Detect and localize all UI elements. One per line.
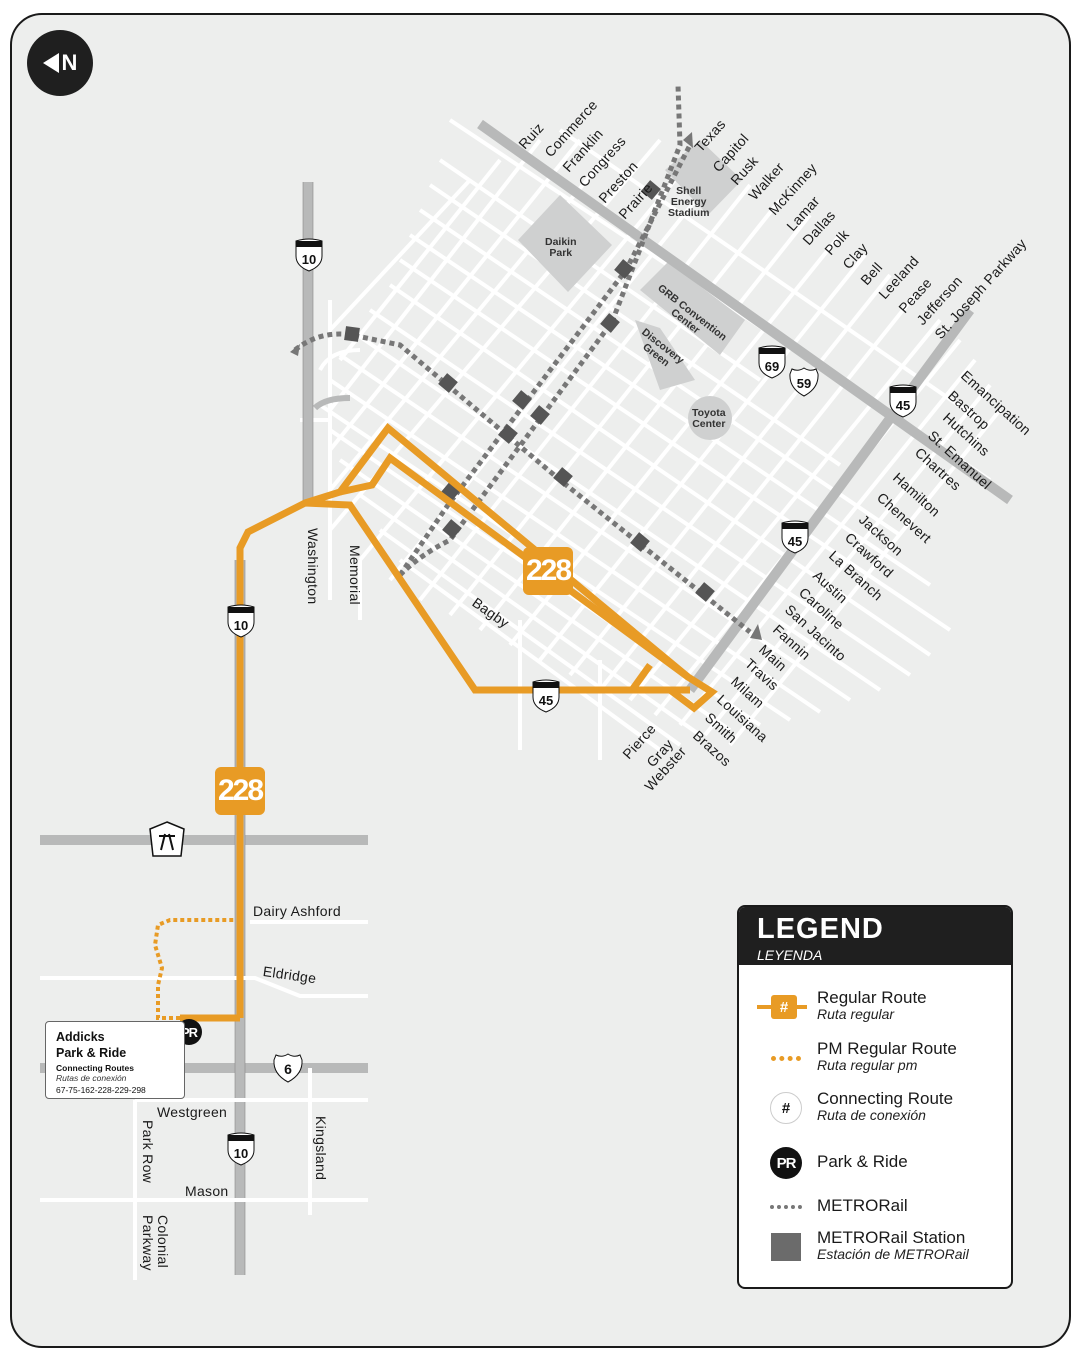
connecting-routes-label-es: Rutas de conexión — [56, 1073, 127, 1084]
toyota-center-block — [688, 396, 732, 440]
us-59-shield-icon: 59 — [789, 367, 819, 397]
addicks-park-and-ride-callout[interactable]: Addicks Park & Ride Connecting Routes Ru… — [45, 1021, 185, 1099]
street-label-parkway: Parkway — [140, 1215, 156, 1271]
daikin-park-block — [518, 195, 612, 292]
north-label: N — [61, 50, 78, 75]
regular-route-icon: # — [757, 987, 829, 1027]
interstate-45-shield-icon: 45 — [532, 679, 560, 713]
metrorail-lines — [293, 84, 752, 634]
svg-text:45: 45 — [896, 398, 910, 413]
route-228-line — [180, 422, 718, 1022]
svg-text:10: 10 — [302, 252, 316, 267]
legend-header: LEGEND LEYENDA — [739, 907, 1011, 965]
svg-text:45: 45 — [539, 693, 553, 708]
metrorail-stations — [344, 180, 715, 602]
legend-item-park-and-ride: PR Park & Ride — [739, 1143, 1011, 1183]
street-label-park-row: Park Row — [140, 1120, 156, 1184]
pm-route-dashed-icon — [759, 1038, 829, 1078]
street-label-dairy-ashford: Dairy Ashford — [253, 903, 341, 919]
grb-convention-block — [640, 262, 745, 355]
discovery-green-block — [635, 320, 695, 390]
connecting-route-icon: # — [759, 1088, 829, 1128]
svg-text:10: 10 — [234, 1146, 248, 1161]
connecting-routes-list: 67-75-162-228-229-298 — [56, 1085, 146, 1096]
us-6-shield-icon: 6 — [273, 1053, 303, 1083]
park-and-ride-icon: PR — [759, 1143, 829, 1183]
svg-text:59: 59 — [797, 376, 811, 391]
street-label-kingsland: Kingsland — [313, 1116, 329, 1181]
park-ride-name-line2: Park & Ride — [56, 1045, 127, 1060]
street-label-mason: Mason — [185, 1183, 229, 1199]
street-label-washington: Washington — [305, 528, 321, 605]
suburban-streets — [40, 920, 368, 1280]
interstate-69-shield-icon: 69 — [758, 345, 786, 379]
route-228-badge-corridor[interactable]: 228 — [215, 767, 265, 815]
metrorail-station-icon — [759, 1227, 829, 1267]
legend-item-metrorail: METRORail — [739, 1187, 1011, 1227]
metrorail-dashed-icon — [759, 1187, 829, 1227]
interstate-10-shield-icon: 10 — [227, 1132, 255, 1166]
north-arrow-icon: N — [27, 30, 93, 96]
svg-text:45: 45 — [788, 534, 802, 549]
legend-title: LEGEND — [757, 913, 884, 945]
pm-route-line — [152, 918, 235, 1020]
sam-houston-tollway-shield-icon — [149, 821, 185, 857]
park-ride-name: Addicks — [56, 1030, 105, 1044]
interstate-10-shield-icon: 10 — [295, 238, 323, 272]
svg-text:10: 10 — [234, 618, 248, 633]
interstate-10-shield-icon: 10 — [227, 604, 255, 638]
legend-subtitle: LEYENDA — [757, 947, 823, 963]
svg-text:6: 6 — [284, 1061, 292, 1077]
street-label-colonial: Colonial — [155, 1215, 171, 1268]
route-228-badge-downtown[interactable]: 228 — [523, 547, 573, 595]
interstate-45-shield-icon: 45 — [889, 384, 917, 418]
interstate-45-shield-icon: 45 — [781, 520, 809, 554]
arrow-left-icon — [42, 53, 59, 73]
street-label-memorial: Memorial — [347, 545, 363, 605]
connecting-routes-label: Connecting Routes — [56, 1063, 134, 1074]
svg-text:69: 69 — [765, 359, 779, 374]
street-label-westgreen: Westgreen — [157, 1104, 228, 1120]
